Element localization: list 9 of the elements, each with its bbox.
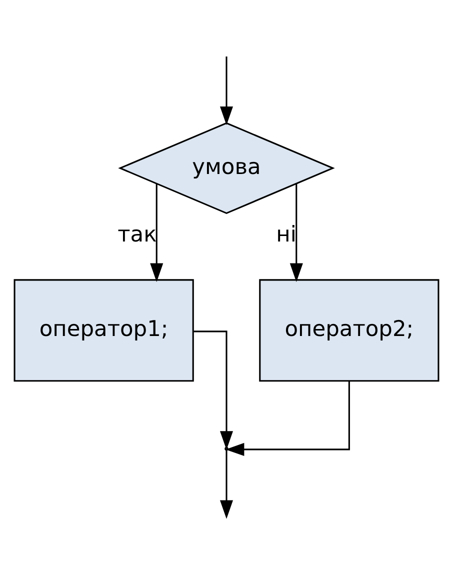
arrow bbox=[290, 184, 303, 282]
edge-label: так bbox=[118, 222, 157, 248]
arrow bbox=[220, 56, 234, 126]
edge-label: ні bbox=[276, 222, 296, 248]
arrow bbox=[220, 431, 244, 519]
node-diamond: умова bbox=[118, 122, 335, 214]
node-box: оператор2; bbox=[259, 279, 440, 382]
arrow bbox=[150, 184, 164, 282]
node-box: оператор1; bbox=[14, 279, 194, 382]
